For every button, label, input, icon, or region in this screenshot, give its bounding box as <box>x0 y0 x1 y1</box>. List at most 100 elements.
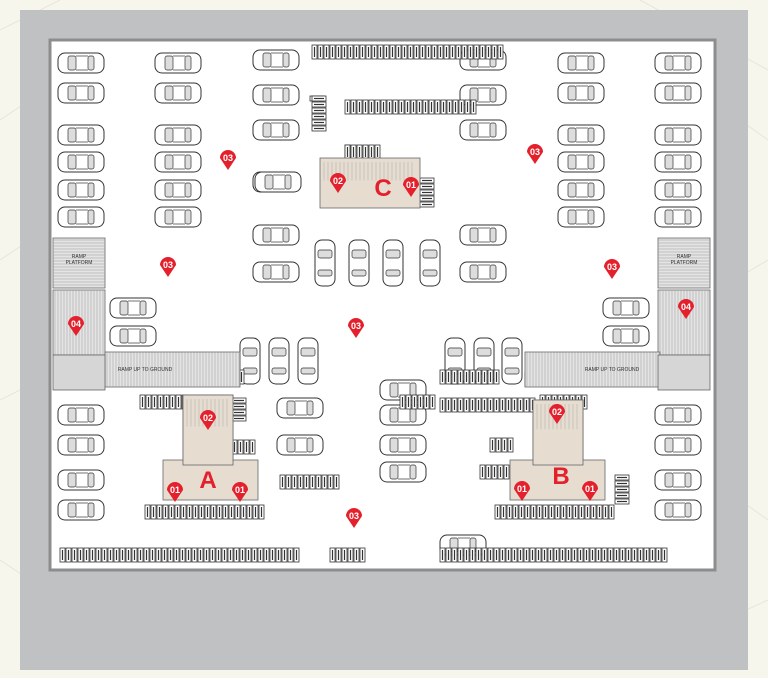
bike-bay <box>523 547 530 563</box>
bike-bay <box>507 437 514 453</box>
bike-bay <box>596 504 603 520</box>
bike-bay <box>407 44 414 60</box>
bike-bay <box>497 44 504 60</box>
bike-bay <box>163 394 170 410</box>
bike-bay <box>353 547 360 563</box>
bike-bay <box>425 44 432 60</box>
bike-bay <box>505 397 512 413</box>
parking-space-car <box>57 151 105 173</box>
svg-text:01: 01 <box>585 484 595 494</box>
parking-space-car <box>57 206 105 228</box>
bike-bay <box>311 101 327 108</box>
svg-text:02: 02 <box>552 407 562 417</box>
bike-bay <box>512 504 519 520</box>
bike-bay <box>327 474 334 490</box>
bike-bay <box>246 504 253 520</box>
parking-space-car <box>654 151 702 173</box>
bike-bay <box>335 44 342 60</box>
bike-bay <box>311 95 327 102</box>
bike-bay <box>185 547 192 563</box>
bike-bay <box>155 547 162 563</box>
bike-bay <box>475 397 482 413</box>
parking-space-car <box>252 261 300 283</box>
bike-bay <box>443 44 450 60</box>
parking-space-car <box>57 179 105 201</box>
parking-space-car <box>252 224 300 246</box>
bike-bay <box>323 44 330 60</box>
bike-bay <box>572 504 579 520</box>
marker-01: 01 <box>582 481 598 501</box>
marker-02: 02 <box>549 404 565 424</box>
bike-bay <box>455 44 462 60</box>
svg-text:03: 03 <box>349 511 359 521</box>
bike-bay <box>493 547 500 563</box>
parking-space-car <box>379 461 427 483</box>
bike-bay <box>461 44 468 60</box>
bike-bay <box>429 394 436 410</box>
bike-bay <box>257 547 264 563</box>
bike-bay <box>463 369 470 385</box>
parking-space-car <box>276 397 324 419</box>
bike-bay <box>536 504 543 520</box>
svg-text:01: 01 <box>517 484 527 494</box>
bike-bay <box>506 504 513 520</box>
bike-bay <box>191 547 198 563</box>
bike-bay <box>437 44 444 60</box>
svg-text:02: 02 <box>203 413 213 423</box>
parking-space-car <box>297 337 319 385</box>
bike-bay <box>231 403 247 410</box>
bike-bay <box>329 547 336 563</box>
bike-bay <box>59 547 66 563</box>
bike-bay <box>221 547 228 563</box>
bike-bay <box>619 547 626 563</box>
bike-bay <box>210 504 217 520</box>
bike-bay <box>368 99 375 115</box>
bike-bay <box>113 547 120 563</box>
bike-bay <box>565 547 572 563</box>
bike-bay <box>423 394 430 410</box>
parking-space-car <box>276 434 324 456</box>
parking-space-car <box>557 52 605 74</box>
bike-bay <box>449 44 456 60</box>
parking-space-car <box>459 224 507 246</box>
bike-bay <box>501 437 508 453</box>
bike-bay <box>179 547 186 563</box>
bike-bay <box>416 99 423 115</box>
bike-bay <box>374 144 381 160</box>
bike-bay <box>497 464 504 480</box>
parking-space-car <box>557 151 605 173</box>
bike-bay <box>285 474 292 490</box>
bike-bay <box>107 547 114 563</box>
bike-bay <box>197 547 204 563</box>
parking-space-car <box>57 404 105 426</box>
bike-bay <box>661 547 668 563</box>
parking-space-car <box>57 469 105 491</box>
bike-bay <box>643 547 650 563</box>
parking-space-car <box>501 337 523 385</box>
bike-bay <box>566 504 573 520</box>
bike-bay <box>487 397 494 413</box>
bike-bay <box>157 394 164 410</box>
ramp-up-label-left: RAMP UP TO GROUND <box>118 367 173 373</box>
bike-bay <box>451 397 458 413</box>
bike-bay <box>347 547 354 563</box>
bike-bay <box>317 44 324 60</box>
bike-bay <box>362 99 369 115</box>
bike-bay <box>517 397 524 413</box>
bike-bay <box>309 474 316 490</box>
parking-space-car <box>654 124 702 146</box>
marker-03: 03 <box>604 259 620 279</box>
bike-bay <box>489 437 496 453</box>
bike-bay <box>463 397 470 413</box>
bike-bay <box>577 547 584 563</box>
bike-bay <box>245 547 252 563</box>
parking-space-car <box>654 469 702 491</box>
bike-bay <box>457 547 464 563</box>
bike-bay <box>335 547 342 563</box>
parking-space-car <box>154 179 202 201</box>
bike-bay <box>553 547 560 563</box>
bike-bay <box>392 99 399 115</box>
bike-bay <box>341 44 348 60</box>
marker-03: 03 <box>348 318 364 338</box>
bike-bay <box>469 547 476 563</box>
